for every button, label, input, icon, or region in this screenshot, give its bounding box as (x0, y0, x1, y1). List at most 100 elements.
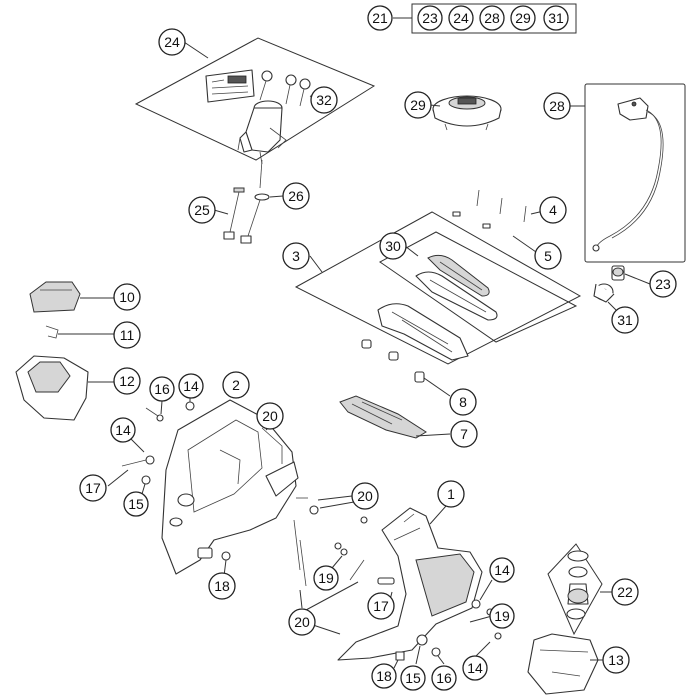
callout-18b[interactable]: 18 (371, 663, 397, 689)
callout-20a[interactable]: 20 (256, 402, 284, 430)
svg-text:19: 19 (318, 570, 334, 586)
svg-text:26: 26 (288, 188, 304, 204)
svg-text:20: 20 (357, 488, 373, 504)
rear-mudguard-part (337, 505, 483, 661)
svg-text:11: 11 (120, 327, 135, 343)
svg-text:16: 16 (154, 381, 170, 397)
svg-text:16: 16 (436, 670, 452, 686)
svg-text:12: 12 (119, 373, 135, 389)
callout-10[interactable]: 10 (113, 283, 141, 311)
callout-24[interactable]: 24 (158, 28, 186, 56)
svg-text:19: 19 (494, 608, 510, 624)
callout-11[interactable]: 11 (113, 321, 141, 349)
svg-text:15: 15 (128, 496, 144, 512)
seat-lock-cylinder-part (593, 265, 651, 319)
svg-text:20: 20 (294, 614, 310, 630)
svg-text:2: 2 (232, 377, 240, 393)
svg-text:17: 17 (85, 480, 101, 496)
svg-text:29: 29 (410, 97, 426, 113)
svg-text:14: 14 (494, 562, 510, 578)
svg-text:28: 28 (549, 98, 565, 114)
svg-text:25: 25 (194, 202, 210, 218)
callout-20b[interactable]: 20 (351, 482, 379, 510)
cover-13-part (527, 633, 606, 695)
svg-text:14: 14 (115, 422, 131, 438)
callout-kit-23[interactable]: 23 (417, 5, 443, 31)
callout-32[interactable]: 32 (310, 86, 338, 114)
callouts: 24 32 29 28 25 26 4 3 30 5 23 10 31 11 1… (79, 28, 677, 691)
svg-text:13: 13 (608, 652, 624, 668)
callout-17a[interactable]: 17 (79, 474, 107, 502)
svg-text:17: 17 (373, 598, 389, 614)
lock-set-group (134, 37, 376, 165)
svg-text:15: 15 (405, 670, 421, 686)
svg-text:7: 7 (460, 426, 468, 442)
svg-text:18: 18 (214, 578, 230, 594)
callout-kit-29[interactable]: 29 (510, 5, 536, 31)
callout-7[interactable]: 7 (450, 420, 478, 448)
svg-text:23: 23 (422, 10, 438, 26)
callout-17b[interactable]: 17 (367, 592, 395, 620)
svg-text:30: 30 (385, 238, 401, 254)
callout-12[interactable]: 12 (113, 367, 141, 395)
kit-reference-group: 21 23 24 28 29 31 (367, 3, 577, 34)
callout-14c[interactable]: 14 (489, 557, 515, 583)
svg-text:20: 20 (262, 408, 278, 424)
callout-kit-28[interactable]: 28 (479, 5, 505, 31)
svg-text:5: 5 (544, 248, 552, 264)
callout-14b[interactable]: 14 (110, 417, 136, 443)
callout-16a[interactable]: 16 (149, 376, 175, 402)
callout-kit-24[interactable]: 24 (448, 5, 474, 31)
svg-text:29: 29 (515, 10, 531, 26)
callout-25[interactable]: 25 (188, 196, 216, 224)
callout-1[interactable]: 1 (437, 480, 465, 508)
callout-18a[interactable]: 18 (208, 572, 236, 600)
callout-kit-31[interactable]: 31 (543, 5, 569, 31)
callout-14a[interactable]: 14 (178, 373, 204, 399)
svg-text:18: 18 (376, 668, 392, 684)
callout-20c[interactable]: 20 (288, 608, 316, 636)
svg-text:3: 3 (292, 248, 300, 264)
lock-cable-group (570, 83, 686, 263)
callout-14d[interactable]: 14 (462, 655, 488, 681)
svg-text:10: 10 (119, 289, 135, 305)
callout-26[interactable]: 26 (282, 182, 310, 210)
callout-5[interactable]: 5 (534, 242, 562, 270)
keys-part (259, 70, 311, 107)
svg-text:1: 1 (447, 486, 455, 502)
svg-text:31: 31 (548, 10, 564, 26)
callout-2[interactable]: 2 (222, 371, 250, 399)
callout-29[interactable]: 29 (404, 91, 432, 119)
callout-15b[interactable]: 15 (400, 665, 426, 691)
callout-8[interactable]: 8 (449, 388, 477, 416)
fuel-cap-part (429, 95, 502, 131)
svg-text:22: 22 (617, 584, 633, 600)
callout-4[interactable]: 4 (539, 196, 567, 224)
heat-shield-part (339, 395, 451, 439)
svg-text:24: 24 (453, 10, 469, 26)
callout-19b[interactable]: 19 (489, 603, 515, 629)
svg-text:8: 8 (459, 394, 467, 410)
callout-21[interactable]: 21 (367, 5, 393, 31)
callout-13[interactable]: 13 (602, 646, 630, 674)
ignition-lock-part (237, 100, 287, 165)
svg-text:32: 32 (316, 92, 332, 108)
callout-19a[interactable]: 19 (313, 565, 339, 591)
rear-frame-bracket-part (161, 385, 299, 575)
svg-text:24: 24 (164, 34, 180, 50)
mudguard-fasteners-part (293, 495, 502, 669)
callout-31[interactable]: 31 (611, 306, 639, 334)
callout-3[interactable]: 3 (282, 242, 310, 270)
callout-15a[interactable]: 15 (123, 491, 149, 517)
callout-30[interactable]: 30 (379, 232, 407, 260)
callout-22[interactable]: 22 (611, 578, 639, 606)
left-small-parts (15, 281, 114, 421)
mounting-kit-22-part (547, 543, 612, 636)
callout-16b[interactable]: 16 (431, 665, 457, 691)
callout-28[interactable]: 28 (543, 92, 571, 120)
callout-23[interactable]: 23 (649, 270, 677, 298)
svg-text:28: 28 (484, 10, 500, 26)
svg-text:14: 14 (467, 660, 483, 676)
tank-insert-group (294, 189, 582, 397)
